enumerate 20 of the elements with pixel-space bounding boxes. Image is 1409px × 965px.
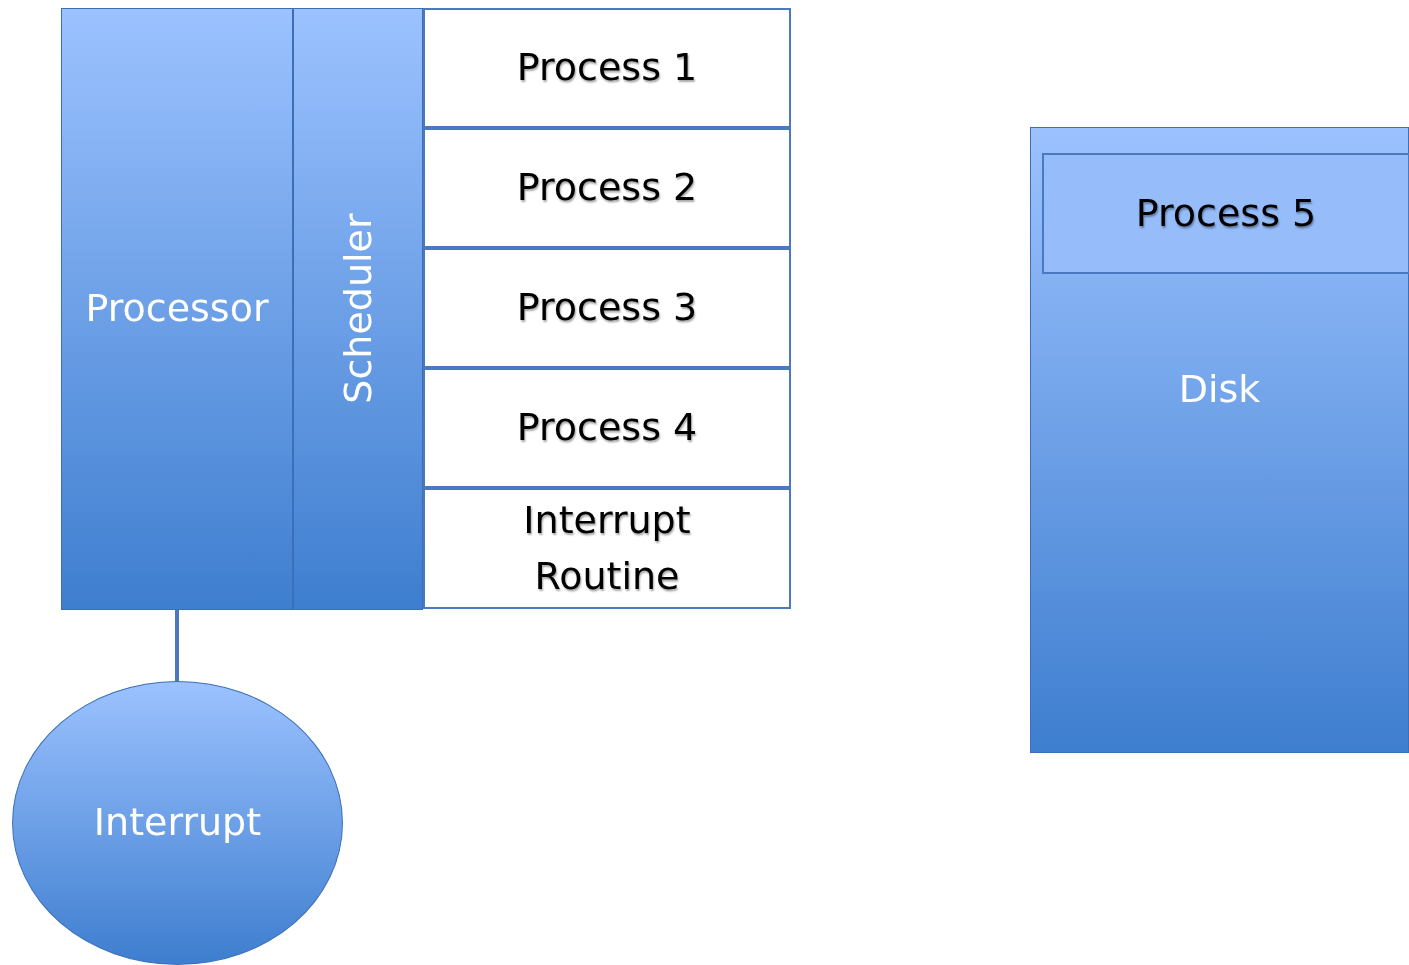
node-label: Interrupt [93,799,262,847]
node-label: Process 5 [1135,189,1317,237]
process-box [1042,153,1409,274]
process-box [423,8,791,128]
process-box [423,368,791,488]
node-label: Process 1 [516,44,698,92]
processor-block [61,8,293,610]
node-label: Scheduler [334,213,381,405]
node-label: Process 4 [516,404,698,452]
process-box [423,128,791,248]
routine-box [423,488,791,609]
node-label: Processor [85,285,269,333]
scheduler-block [293,8,423,610]
node-label: Interrupt Routine [522,497,692,600]
node-label: Disk [1177,366,1262,413]
node-label: Process 3 [516,284,698,332]
disk-block [1030,127,1409,753]
connector-line [175,610,179,681]
node-label: Process 2 [516,164,698,212]
process-box [423,248,791,368]
